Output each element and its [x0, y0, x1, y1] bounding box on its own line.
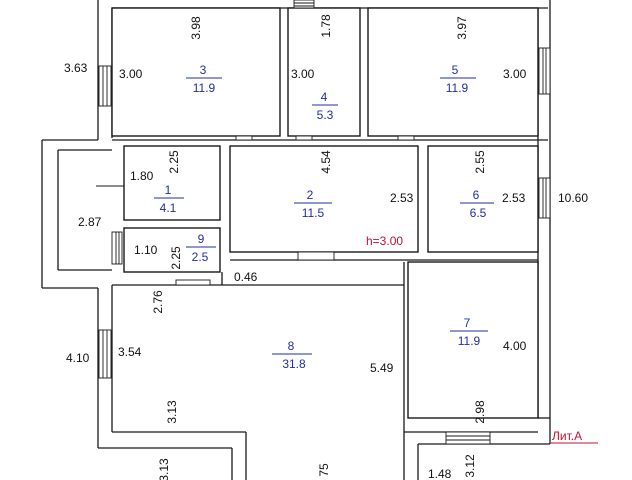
- dim-3-13-bottom: 3.13: [157, 458, 171, 480]
- dim-3-54: 3.54: [118, 345, 142, 359]
- room-5-number: 5: [452, 63, 459, 77]
- dim-1-80: 1.80: [130, 169, 154, 183]
- dim-4-00: 4.00: [503, 339, 527, 353]
- lit-a-label: Лит.А: [552, 429, 582, 443]
- room-6-number: 6: [473, 188, 480, 202]
- door-opening: [397, 135, 415, 141]
- dim-2-55: 2.55: [473, 150, 487, 174]
- room-5-area: 11.9: [446, 81, 469, 95]
- window-bottom-room-7: [445, 431, 491, 445]
- dim-2-53-room6: 2.53: [502, 191, 526, 205]
- room-labels: 3 11.9 4 5.3 5 11.9 1 4.1 2 11.5 6 6.5 9…: [154, 63, 494, 371]
- dim-4-10: 4.10: [66, 351, 90, 365]
- window-top-room-4: [293, 0, 315, 9]
- dim-2-25-room1: 2.25: [167, 150, 181, 174]
- room-7-area: 11.9: [458, 334, 481, 348]
- room-6-outline: [427, 145, 539, 253]
- dim-3-98: 3.98: [189, 16, 203, 40]
- windows: [98, 0, 551, 445]
- room-3-area: 11.9: [193, 81, 216, 95]
- dim-3-12: 3.12: [463, 454, 477, 478]
- room-4-outline: [287, 7, 361, 137]
- window-left-top: [98, 65, 112, 107]
- room-2-number: 2: [307, 188, 314, 202]
- room-9-number: 9: [198, 232, 205, 246]
- dim-1-10: 1.10: [134, 243, 158, 257]
- window-right-top: [538, 47, 551, 95]
- dim-2-53-room2: 2.53: [390, 191, 414, 205]
- dim-2-25-room9: 2.25: [169, 246, 183, 270]
- dim-3-63: 3.63: [64, 61, 88, 75]
- room-7-number: 7: [464, 316, 471, 330]
- room-1-outline: [123, 145, 221, 221]
- door-opening: [295, 135, 313, 141]
- dim-5-49: 5.49: [370, 361, 394, 375]
- room-4-number: 4: [321, 90, 328, 104]
- room-1-number: 1: [165, 183, 172, 197]
- interior-walls: [96, 7, 548, 419]
- room-9-area: 2.5: [192, 250, 209, 264]
- room-9-outline: [123, 227, 221, 273]
- dim-0-46: 0.46: [234, 270, 258, 284]
- ceiling-height-note: h=3.00: [366, 234, 403, 248]
- window-right-middle: [538, 177, 551, 219]
- room-3-outline: [111, 7, 281, 137]
- room-5-outline: [367, 7, 539, 137]
- room-6-area: 6.5: [470, 206, 487, 220]
- dim-1-78: 1.78: [319, 14, 333, 38]
- room-2-outline: [229, 145, 419, 253]
- dim-3-13-room8: 3.13: [165, 400, 179, 424]
- dim-3-00-room4: 3.00: [291, 67, 315, 81]
- window-left-bottom: [98, 329, 112, 379]
- window-room-9: [111, 231, 123, 265]
- dim-75: 75: [317, 463, 331, 477]
- dim-2-87: 2.87: [78, 215, 102, 229]
- door-opening: [235, 135, 253, 141]
- door-opening: [297, 251, 335, 261]
- room-4-area: 5.3: [317, 108, 334, 122]
- dimension-labels: 3.98 1.78 3.97 3.63 3.00 3.00 3.00 2.25 …: [64, 14, 598, 480]
- dim-4-54: 4.54: [319, 150, 333, 174]
- room-1-area: 4.1: [160, 201, 177, 215]
- dim-3-00-room3: 3.00: [119, 67, 143, 81]
- dim-3-97: 3.97: [455, 16, 469, 40]
- dim-10-60: 10.60: [558, 191, 588, 205]
- room-2-area: 11.5: [302, 206, 325, 220]
- dim-2-98: 2.98: [473, 400, 487, 424]
- dim-3-00-room5: 3.00: [503, 67, 527, 81]
- door-opening: [175, 279, 211, 286]
- dim-2-76: 2.76: [151, 290, 165, 314]
- room-7-outline: [407, 261, 539, 419]
- room-3-number: 3: [200, 63, 207, 77]
- dim-1-48: 1.48: [428, 467, 452, 480]
- room-8-area: 31.8: [282, 357, 306, 371]
- room-8-number: 8: [288, 339, 295, 353]
